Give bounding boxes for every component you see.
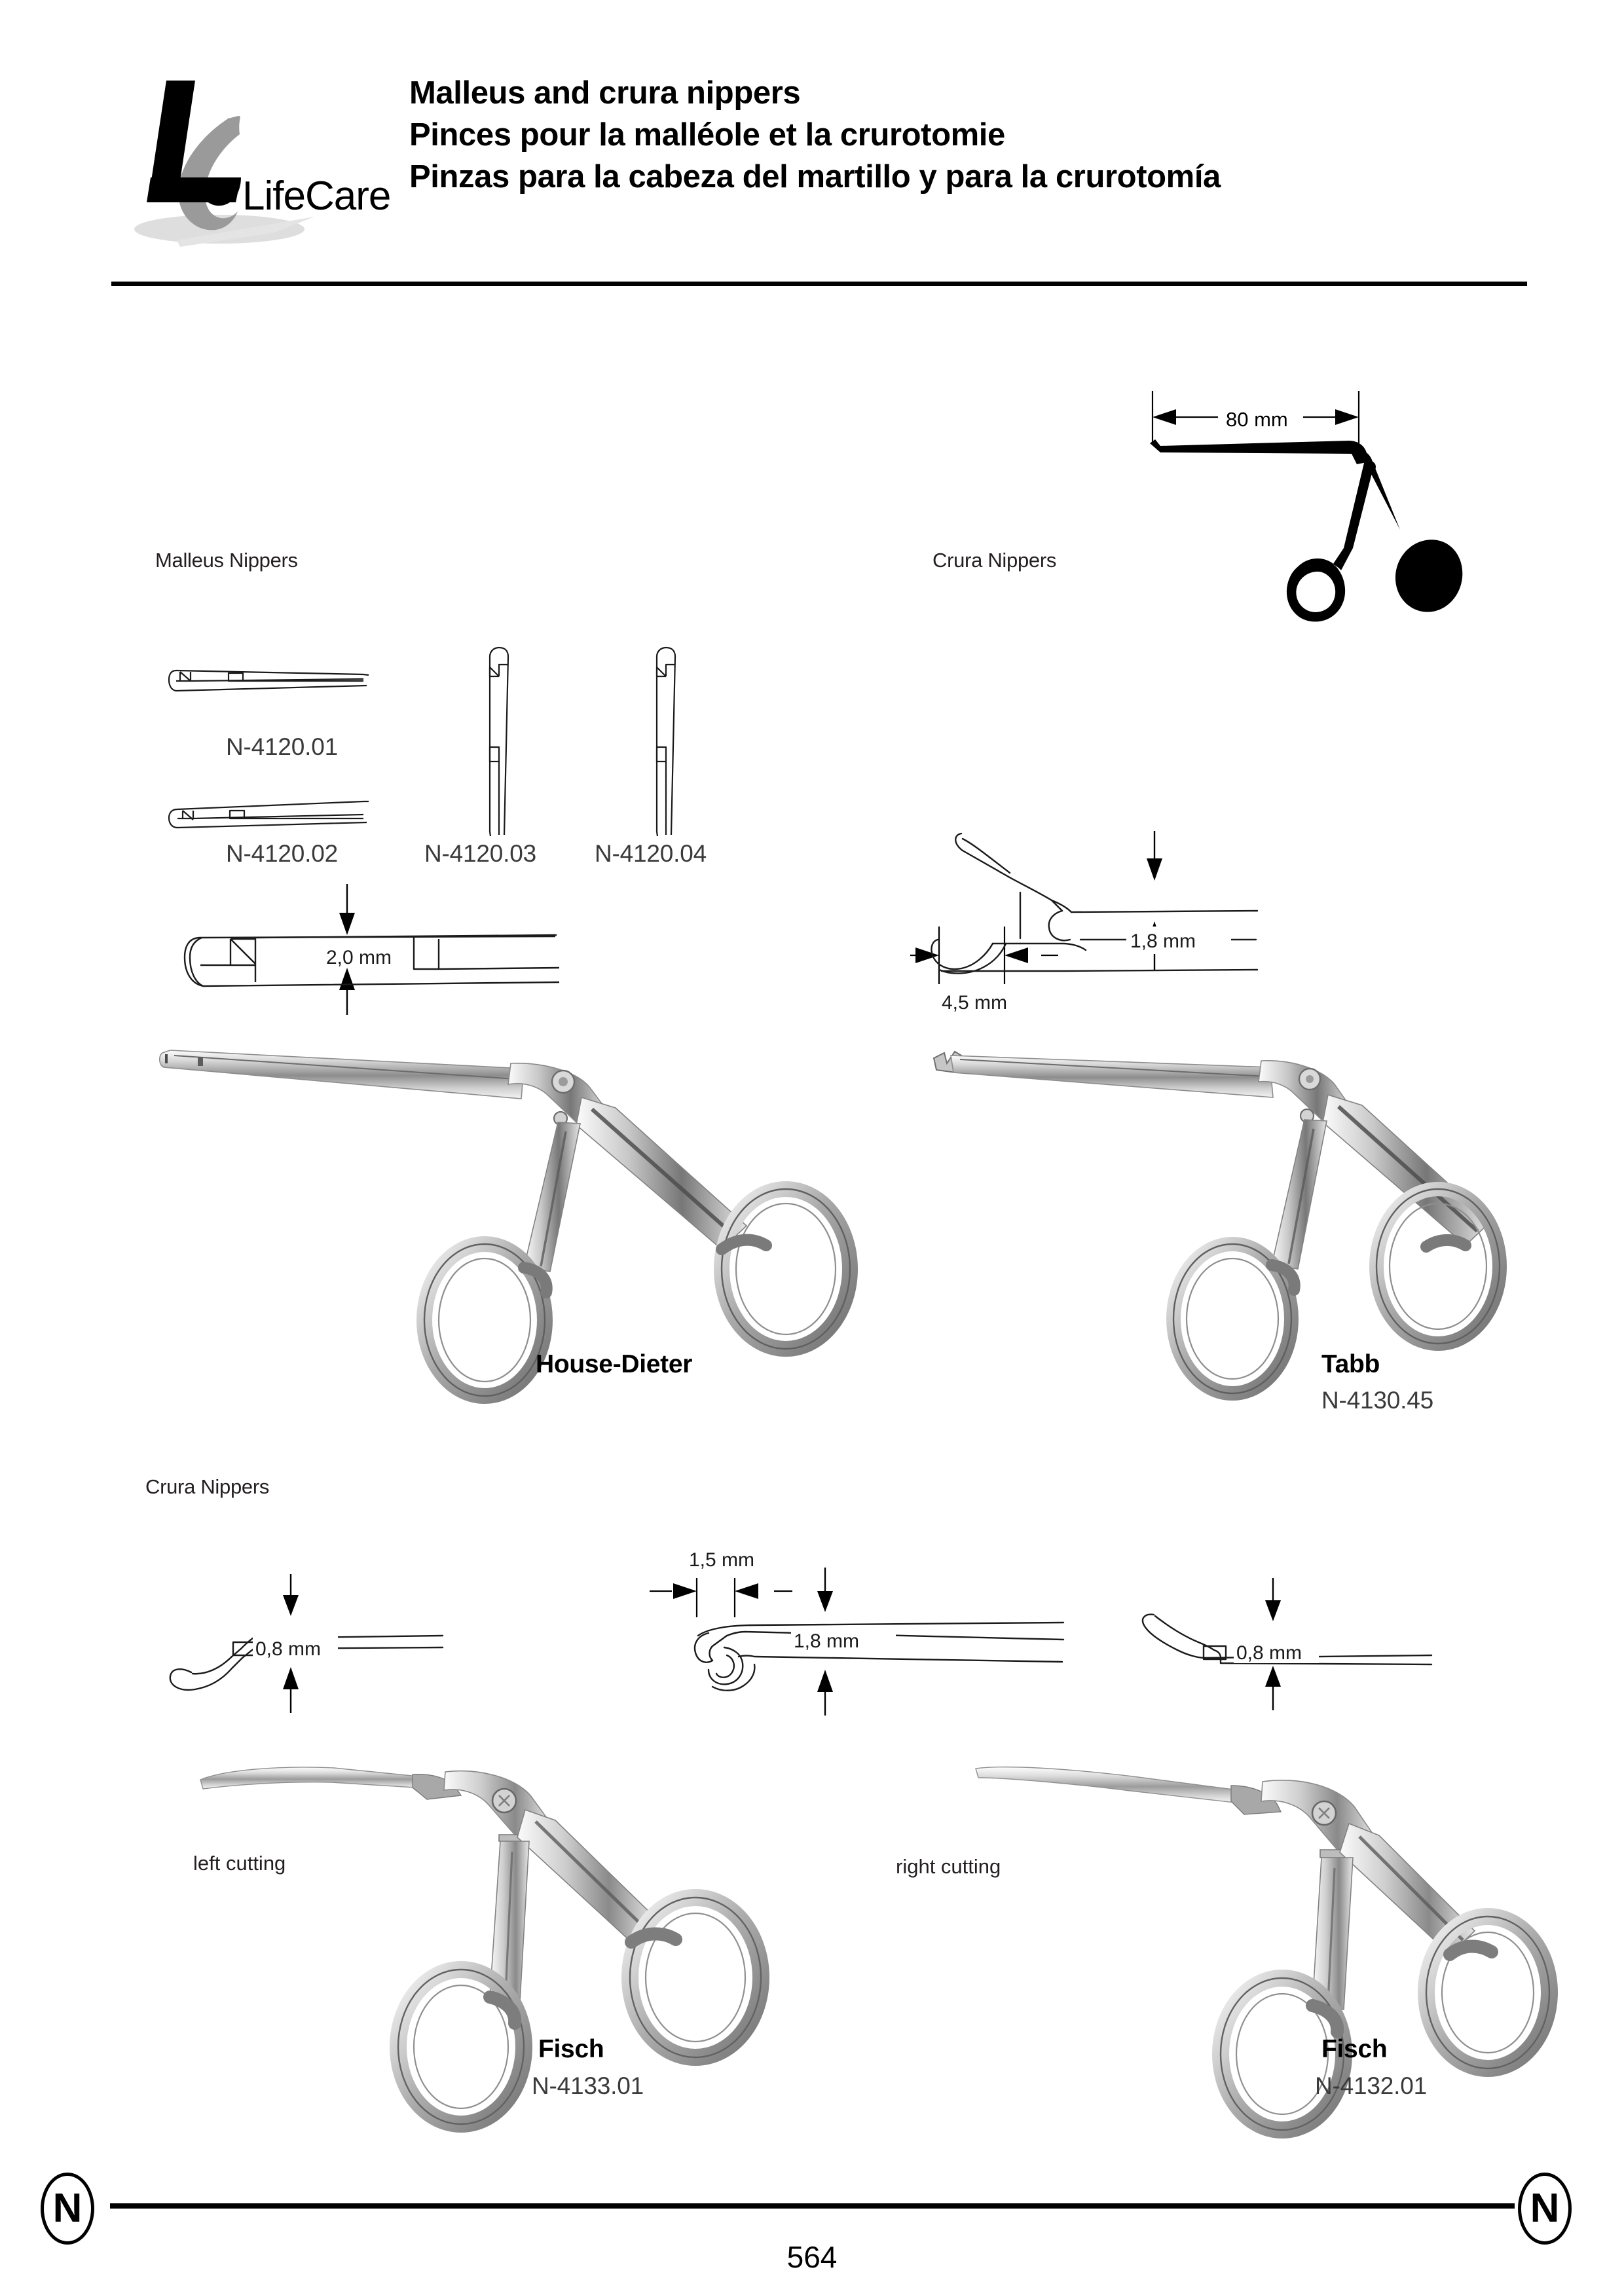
part-drawing-n412004 — [645, 645, 684, 841]
dimension-arrow-45mm — [910, 927, 1058, 984]
header-divider — [111, 282, 1527, 286]
instrument-name-fisch-left: Fisch — [538, 2035, 604, 2063]
catalog-number-n412001: N-4120.01 — [226, 733, 338, 760]
malleus-nippers-section-label: Malleus Nippers — [155, 549, 298, 572]
dimension-label-18mm-mid: 1,8 mm — [794, 1630, 859, 1652]
title-line-en: Malleus and crura nippers — [409, 75, 801, 111]
logo-c-swoosh-upper — [206, 116, 240, 167]
dimension-label-15mm: 1,5 mm — [689, 1549, 754, 1571]
instrument-shaft — [950, 1055, 1274, 1098]
part-drawing-n412002 — [167, 795, 370, 834]
instrument-ring-right — [1369, 1182, 1507, 1351]
title-line-fr: Pinces pour la malléole et la crurotomie — [409, 117, 1005, 153]
page-header: LifeCare Malleus and crura nippers Pince… — [0, 0, 1624, 308]
instrument-ring-right — [714, 1181, 858, 1357]
dimension-label-20mm: 2,0 mm — [326, 947, 392, 968]
logo-shadow — [134, 215, 304, 244]
dimension-arrow-15mm — [650, 1578, 792, 1617]
dimension-label-08mm-right: 0,8 mm — [1236, 1642, 1302, 1664]
catalog-number-n412002: N-4120.02 — [226, 840, 338, 867]
catalog-number-n412003: N-4120.03 — [424, 840, 536, 867]
instrument-shaft — [158, 1050, 525, 1099]
dimension-label-80mm: 80 mm — [1226, 408, 1288, 431]
instrument-arm-upper — [517, 1808, 657, 1943]
logo-wordmark: LifeCare — [242, 174, 390, 219]
instrument-name-fisch-right: Fisch — [1321, 2035, 1388, 2063]
lifecare-logo: LifeCare — [118, 62, 391, 249]
logo-l-bowl — [199, 177, 241, 206]
catalog-number-fisch-right: N-4132.01 — [1315, 2072, 1427, 2099]
instrument-arm-upper — [576, 1096, 748, 1251]
crura-jaw-detail-drawing: 4,5 mm 1,8 mm — [910, 822, 1428, 1014]
logo-shadow-streak — [177, 217, 314, 247]
instrument-photo-house-dieter — [157, 1041, 858, 1404]
crura-nippers-bottom-section-label: Crura Nippers — [145, 1475, 270, 1498]
index-tab-right: N — [1518, 2173, 1572, 2245]
instrument-silhouette — [1150, 439, 1463, 622]
instrument-photo-tabb — [930, 1041, 1507, 1401]
instrument-arm-lower — [1312, 1857, 1354, 2010]
logo-l-letter — [148, 81, 195, 202]
dimension-arrow-08mm-left — [283, 1574, 299, 1713]
instrument-ring-left — [416, 1236, 553, 1404]
instrument-arm-lower — [1271, 1119, 1327, 1270]
instrument-name-tabb: Tabb — [1321, 1350, 1380, 1378]
crura-nippers-silhouette-drawing: 80 mm — [1113, 383, 1526, 622]
crura-detail-left-drawing: 0,8 mm — [169, 1571, 444, 1716]
crura-detail-middle-drawing: 1,5 mm 1,8 mm — [635, 1537, 1067, 1721]
instrument-ring-right — [621, 1889, 769, 2066]
footer-divider — [110, 2203, 1515, 2209]
dimension-80mm: 80 mm — [1151, 391, 1360, 443]
instrument-photo-fisch-right — [969, 1745, 1558, 2139]
instrument-name-house-dieter: House-Dieter — [536, 1350, 693, 1378]
cutting-direction-label-right: right cutting — [896, 1855, 1001, 1878]
instrument-blade-curved — [975, 1766, 1282, 1815]
dimension-label-18mm-top: 1,8 mm — [1130, 930, 1196, 952]
title-line-es: Pinzas para la cabeza del martillo y par… — [409, 159, 1221, 194]
catalog-number-fisch-left: N-4133.01 — [532, 2072, 644, 2099]
catalog-number-tabb: N-4130.45 — [1321, 1387, 1433, 1414]
page-title: Malleus and crura nippers Pinces pour la… — [409, 72, 1555, 198]
dimension-label-45mm: 4,5 mm — [942, 992, 1007, 1014]
instrument-ring-left — [1166, 1237, 1301, 1401]
instrument-blade-curved — [200, 1767, 462, 1800]
catalog-number-n412004: N-4120.04 — [595, 840, 707, 867]
instrument-ring-left — [1212, 1970, 1352, 2139]
malleus-jaw-detail-drawing: 2,0 mm — [157, 884, 563, 1015]
dimension-arrow-08mm-right — [1265, 1578, 1281, 1710]
instrument-photo-fisch-left — [196, 1742, 773, 2133]
instrument-ring-right — [1418, 1908, 1558, 2077]
part-drawing-n412001 — [167, 664, 370, 703]
page-number: 564 — [786, 2240, 838, 2274]
dimension-arrow-18mm-mid — [817, 1568, 833, 1716]
instrument-arm-lower — [523, 1122, 581, 1272]
instrument-arm-upper — [1322, 1093, 1492, 1247]
instrument-ring-left — [390, 1961, 532, 2133]
part-drawing-n412003 — [478, 645, 517, 841]
dimension-label-08mm-left: 0,8 mm — [255, 1638, 321, 1660]
index-tab-left: N — [41, 2173, 94, 2245]
crura-detail-right-drawing: 0,8 mm — [1139, 1570, 1434, 1714]
crura-nippers-top-section-label: Crura Nippers — [932, 549, 1057, 572]
cutting-direction-label-left: left cutting — [193, 1852, 286, 1875]
